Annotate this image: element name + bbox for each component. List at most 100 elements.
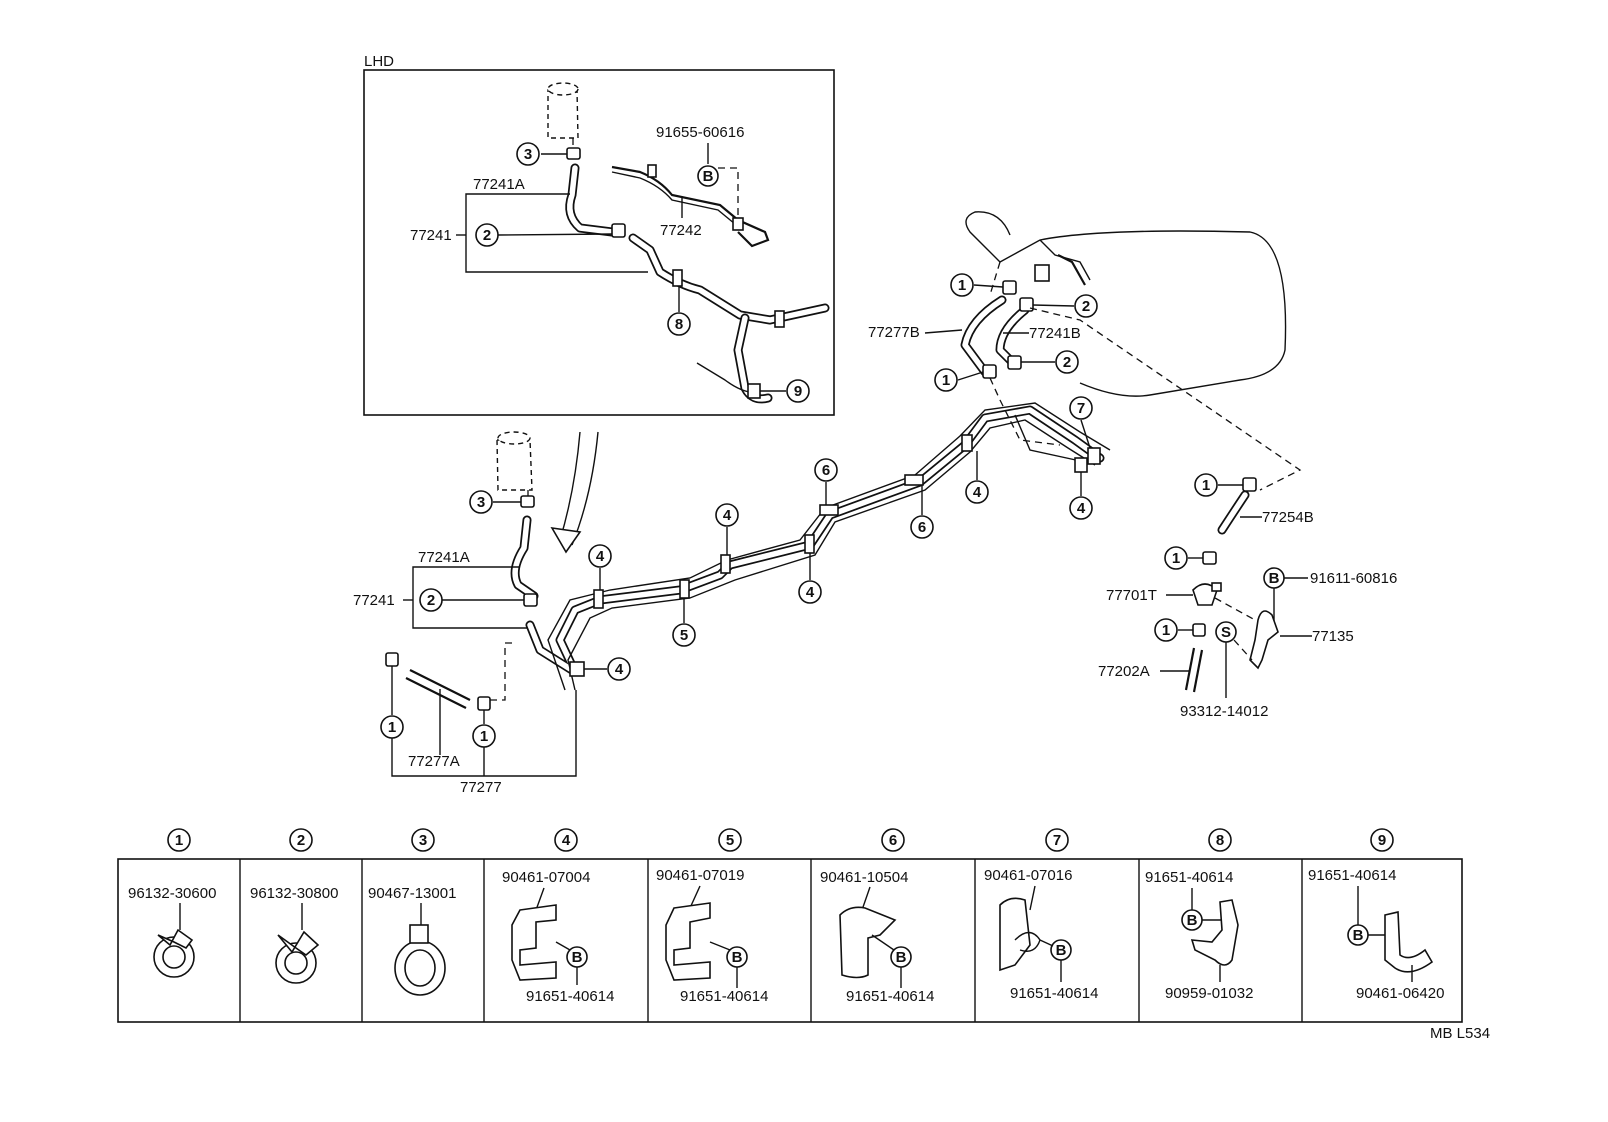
parts-table: 1 2 3 4 5 6 7 8 9 96132-30600 96132-3080… (117, 828, 1463, 1023)
filter-77701t (1192, 583, 1218, 606)
callout-number-7: 7 (1077, 400, 1085, 417)
callout-circle-2-tank-top (1074, 294, 1098, 318)
label-77277a: 77277A (408, 753, 460, 770)
pipe-77242 (611, 165, 770, 248)
callout-number-4-f: 4 (615, 661, 624, 678)
clamp-7 (1087, 447, 1101, 465)
callout-number-2-main: 2 (427, 592, 435, 609)
clip-77242 (647, 164, 657, 178)
clamp-1-right (477, 696, 491, 711)
callout-number-2: 2 (483, 227, 491, 244)
lhd-inset: LHD 3 77241A 77241 2 8 (363, 53, 835, 416)
callout-number-9: 9 (794, 383, 802, 400)
callout-circle-4-a (588, 544, 612, 568)
callout-circle-8 (667, 312, 691, 336)
clamp-1-right-c (1192, 623, 1206, 637)
cell-5-part-top: 90461-07019 (656, 867, 744, 884)
clamp-illustration-7 (999, 897, 1031, 972)
bolt-symbol-inset (697, 165, 719, 187)
filter-nipple (1211, 582, 1222, 592)
cell-6-bolt: B (896, 949, 907, 966)
callout-circle-3-main (469, 490, 493, 514)
clamp-inset-right (774, 310, 785, 328)
label-91655-60616: 91655-60616 (656, 124, 744, 141)
clamp-illustration-6 (839, 906, 897, 979)
clamp-illustration-8 (1190, 899, 1239, 966)
callout-number-1-right-c: 1 (1162, 622, 1170, 639)
callout-circle-4-e (1069, 496, 1093, 520)
clamp-4-a (593, 589, 604, 609)
svg-text:4: 4 (562, 832, 571, 849)
svg-text:8: 8 (1216, 832, 1224, 849)
canister-main-top (497, 431, 531, 445)
callout-number-6-b: 6 (918, 519, 926, 536)
callout-number-2-tank-bottom: 2 (1063, 354, 1071, 371)
cell-5-part-bottom: 91651-40614 (680, 988, 768, 1005)
clamp-2-inset (611, 223, 626, 238)
callout-number-3: 3 (524, 146, 532, 163)
hose-77277a-top (409, 669, 471, 701)
callout-number-4-a: 4 (596, 548, 605, 565)
clamp-4-c (804, 534, 815, 554)
callout-number-1-right-a: 1 (1202, 477, 1210, 494)
clamp-1-right-b (1202, 551, 1217, 565)
canister-top (547, 82, 579, 96)
clamp-8 (672, 269, 683, 287)
cell-8-part-top: 91651-40614 (1145, 869, 1233, 886)
main-left-group: 3 77241A 77241 2 1 1 77277A 77277 (353, 431, 599, 796)
callout-circle-4-b (715, 503, 739, 527)
callout-circle-3 (516, 142, 540, 166)
cell-9-part-top: 91651-40614 (1308, 867, 1396, 884)
svg-text:7: 7 (1053, 832, 1061, 849)
cell-8-bolt: B (1187, 912, 1198, 929)
table-header-4: 4 (554, 828, 578, 852)
callout-circle-1-tank-bottom (934, 368, 958, 392)
svg-text:2: 2 (297, 832, 305, 849)
lhd-inset-title: LHD (364, 53, 394, 70)
callout-number-6-a: 6 (822, 462, 830, 479)
parts-table-frame (117, 858, 1463, 1023)
label-77277: 77277 (460, 779, 502, 796)
label-77701t: 77701T (1106, 587, 1157, 604)
callout-circle-1-right-a (1194, 473, 1218, 497)
right-components: 1 77254B 1 77701T B 91611-60816 77135 S … (1098, 473, 1397, 720)
callout-circle-4-f (607, 657, 631, 681)
diagram-code: MB L534 (1430, 1025, 1490, 1042)
label-91611-60816: 91611-60816 (1310, 570, 1397, 587)
clamp-3-main (520, 495, 535, 508)
callout-circle-5 (672, 623, 696, 647)
table-header-3: 3 (411, 828, 435, 852)
label-77135: 77135 (1312, 628, 1354, 645)
svg-text:3: 3 (419, 832, 427, 849)
canister-outline (547, 89, 579, 139)
clamp-2-main (523, 593, 538, 607)
label-77241b: 77241B (1029, 325, 1081, 342)
fuel-tank-outline (965, 211, 1287, 397)
callout-number-1-tank-top: 1 (958, 277, 966, 294)
clamp-6-a (819, 504, 839, 516)
callout-number-4-c: 4 (806, 584, 815, 601)
callout-circle-9 (786, 379, 810, 403)
callout-number-1-right: 1 (480, 728, 488, 745)
table-header-8: 8 (1208, 828, 1232, 852)
screw-symbol-text: S (1221, 624, 1231, 641)
inset-arrow (550, 526, 582, 554)
callout-number-4-d: 4 (973, 484, 982, 501)
clamp-illustration-9 (1384, 911, 1434, 973)
clamp-6-b (904, 474, 924, 486)
svg-text:9: 9 (1378, 832, 1386, 849)
callout-number-1-left: 1 (388, 719, 396, 736)
cell-9-part-bottom: 90461-06420 (1356, 985, 1444, 1002)
clamp-4-d (961, 434, 973, 452)
clamp-4-b (720, 554, 731, 574)
callout-circle-1-tank-top (950, 273, 974, 297)
svg-text:5: 5 (726, 832, 734, 849)
cell-4-bolt: B (572, 949, 583, 966)
callout-circle-4-d (965, 480, 989, 504)
svg-text:1: 1 (175, 832, 183, 849)
cell-7-bolt: B (1056, 942, 1067, 959)
main-fuel-pipes: 4 5 4 4 6 6 4 7 4 4 (525, 396, 1111, 691)
fuel-tank-area: 1 2 77277B 77241B 1 2 (868, 211, 1302, 491)
clamp-1-left (385, 652, 399, 667)
